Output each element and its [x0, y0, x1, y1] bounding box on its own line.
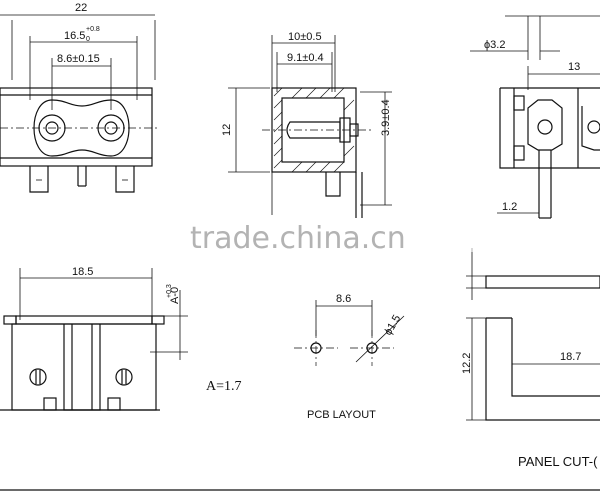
dim-pitch-outer: 16.5 — [64, 30, 85, 42]
dim-hole-dia: ϕ3.2 — [484, 39, 505, 51]
dim-pin-length: 3.9±0.4 — [380, 99, 392, 136]
front-view: 22 16.5 +0.8 0 8.6±0.15 — [0, 2, 158, 193]
dim-width-total: 22 — [75, 2, 87, 14]
dim-pitch-outer-tol-upper: +0.8 — [86, 26, 100, 33]
watermark: trade.china.cn — [190, 221, 406, 256]
side-view: 10±0.5 9.1±0.4 12 — [221, 31, 392, 218]
right-view: ϕ3.2 13 1.2 — [470, 15, 600, 219]
hatching — [273, 87, 355, 173]
dim-pitch-outer-tol-lower: 0 — [86, 36, 90, 43]
dim-height: 12 — [221, 124, 233, 136]
dim-pcb-hole: ϕ1.5 — [382, 313, 403, 338]
dim-tab-tol: +0.3 — [166, 284, 173, 298]
watermark-smudge — [465, 222, 600, 252]
panel-cutout-title: PANEL CUT-( — [518, 454, 598, 469]
panel-cutout-view: 12.2 18.7 PANEL CUT-( — [461, 248, 600, 469]
a-note: A=1.7 — [206, 379, 242, 394]
pcb-layout-view: 8.6 ϕ1.5 PCB LAYOUT — [294, 293, 405, 421]
dim-pitch-inner: 8.6±0.15 — [57, 53, 100, 65]
dim-depth-outer: 10±0.5 — [288, 31, 322, 43]
dim-tab: A-0 — [169, 287, 181, 304]
dim-pcb-pitch: 8.6 — [336, 293, 351, 305]
dim-pin-width: 1.2 — [502, 201, 517, 213]
dim-depth-inner: 9.1±0.4 — [287, 52, 324, 64]
dim-spacing: 13 — [568, 61, 580, 73]
dim-panel-height: 12.2 — [461, 353, 473, 374]
dim-panel-width: 18.7 — [560, 351, 581, 363]
pcb-layout-title: PCB LAYOUT — [307, 409, 376, 421]
bottom-view: 18.5 A-0 +0.3 A=1.7 — [0, 266, 242, 411]
dim-bottom-length: 18.5 — [72, 266, 93, 278]
